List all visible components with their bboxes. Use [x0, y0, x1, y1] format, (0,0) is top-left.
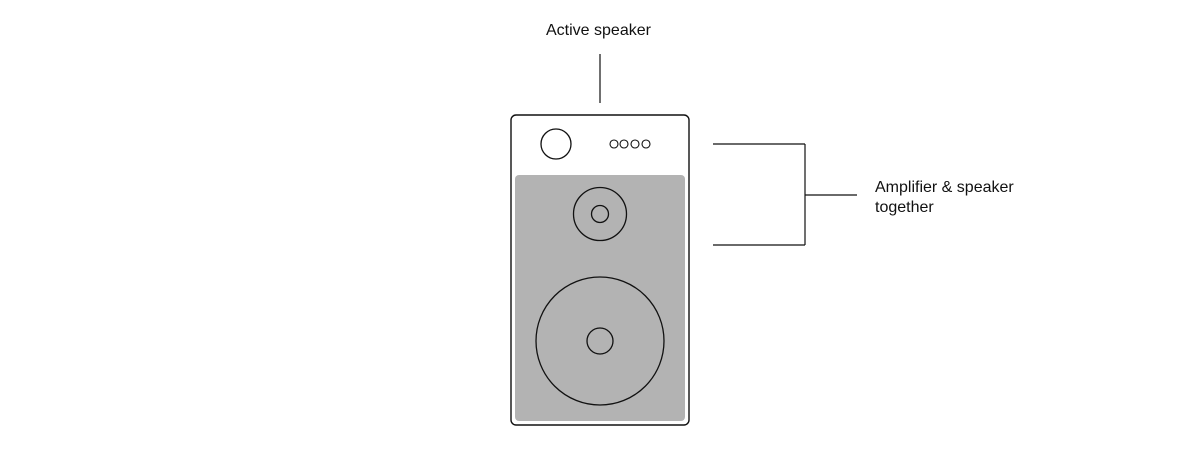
- tweeter-icon: [572, 186, 628, 242]
- woofer-dust-cap: [586, 327, 614, 355]
- amplifier-speaker-label-line2: together: [875, 199, 934, 216]
- woofer-cone: [535, 276, 665, 406]
- active-speaker-label: Active speaker: [546, 22, 651, 39]
- indicator-dot: [630, 139, 640, 149]
- tweeter-dome: [590, 204, 610, 224]
- amplifier-speaker-label: Amplifier & speaker together: [875, 178, 1014, 218]
- woofer-icon: [535, 276, 665, 406]
- indicator-dot: [641, 139, 651, 149]
- amplifier-speaker-label-line1: Amplifier & speaker: [875, 179, 1014, 196]
- indicator-dot: [609, 139, 619, 149]
- indicator-dot: [619, 139, 629, 149]
- tweeter-outer-ring: [572, 186, 628, 242]
- led-dots-icon: [609, 139, 651, 149]
- driver-panel: [515, 175, 685, 421]
- knob-icon: [540, 128, 572, 160]
- right-bracket: [713, 143, 857, 246]
